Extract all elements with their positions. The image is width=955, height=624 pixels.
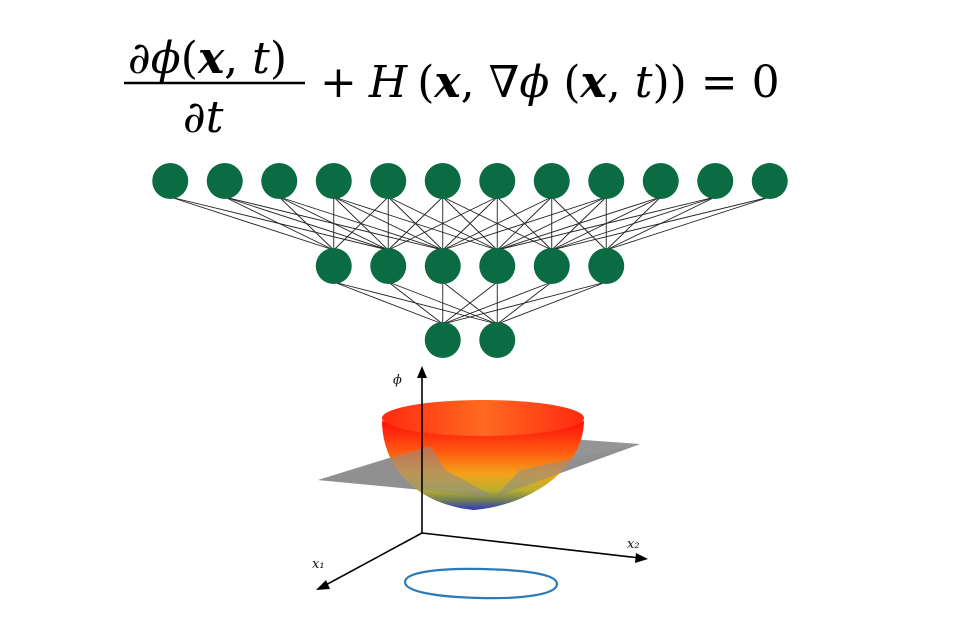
network-edge: [333, 196, 389, 251]
hidden-layer-node: [533, 248, 570, 284]
network-edge: [442, 281, 607, 325]
network-edge: [442, 281, 498, 325]
network-edge: [497, 196, 661, 251]
network-edge: [387, 196, 444, 251]
x1-axis-label: x₁: [312, 557, 325, 572]
network-edge: [442, 196, 607, 251]
input-layer-node: [751, 163, 788, 199]
network-edge: [497, 196, 716, 251]
network-edge: [333, 281, 443, 325]
input-layer-node: [642, 163, 679, 199]
phi-axis-arrow: [417, 366, 427, 378]
network-edge: [387, 281, 444, 325]
phi-axis-label: ϕ: [393, 373, 402, 388]
network-edges: [170, 196, 770, 325]
input-layer-node: [479, 163, 516, 199]
hidden-layer-node: [424, 248, 461, 284]
x2-axis-label: x₂: [627, 537, 640, 552]
input-layer-node: [206, 163, 243, 199]
input-layer-node: [533, 163, 570, 199]
input-layer-node: [588, 163, 625, 199]
hidden-layer-node: [479, 248, 516, 284]
bowl-rim: [382, 400, 584, 436]
equation-numerator: ∂ϕ(x, t): [128, 33, 287, 84]
network-edge: [442, 196, 552, 251]
network-edge: [278, 196, 335, 251]
hjb-equation: ∂ϕ(x, t) ∂t +H(x, ∇ϕ (x, t)) = 0: [124, 33, 780, 143]
network-edge: [224, 196, 334, 251]
input-layer-node: [370, 163, 407, 199]
network-nodes: [152, 163, 788, 358]
zero-level-contour: [403, 567, 559, 600]
network-edge: [388, 196, 498, 251]
network-edge: [442, 281, 552, 325]
hidden-layer-node: [370, 248, 407, 284]
output-layer-node: [479, 322, 516, 358]
x1-axis-arrow: [316, 580, 330, 590]
network-edge: [442, 196, 498, 251]
input-layer-node: [152, 163, 189, 199]
equation-rest: +H(x, ∇ϕ (x, t)) = 0: [320, 57, 780, 108]
output-layer-node: [424, 322, 461, 358]
zero-plane-front: [318, 446, 495, 497]
network-edge: [497, 196, 607, 251]
surface-plot: ϕ x₁ x₂: [312, 366, 648, 600]
input-layer-node: [315, 163, 352, 199]
network-edge: [497, 281, 607, 325]
input-layer-node: [697, 163, 734, 199]
input-layer-node: [424, 163, 461, 199]
network-edge: [170, 196, 334, 251]
equation-denominator: ∂t: [183, 92, 224, 143]
hidden-layer-node: [588, 248, 625, 284]
x1-axis: [321, 532, 423, 588]
x2-axis: [421, 532, 641, 559]
network-edge: [551, 196, 770, 251]
network-edge: [551, 196, 716, 251]
hidden-layer-node: [315, 248, 352, 284]
x2-axis-arrow: [635, 553, 648, 563]
zero-plane-front-right: [495, 444, 640, 497]
network-edge: [606, 196, 770, 251]
input-layer-node: [261, 163, 298, 199]
